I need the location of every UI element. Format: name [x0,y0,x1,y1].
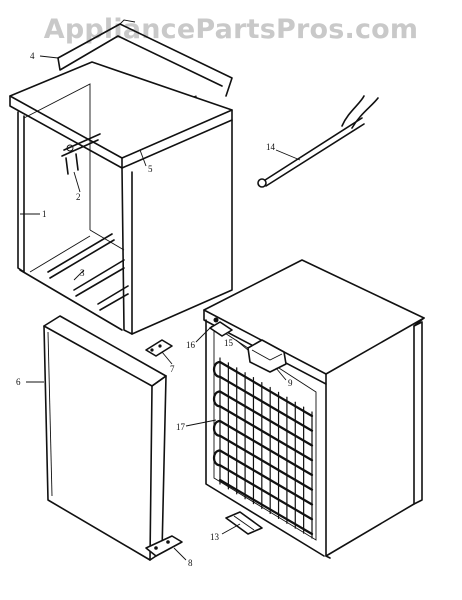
hinge-bracket-upper [145,339,173,357]
callout-1: 1 [42,209,47,219]
condenser-coil [212,357,314,539]
site-watermark: AppliancePartsPros.com [43,14,419,45]
callout-2: 2 [76,192,81,202]
callout-4: 4 [30,51,35,61]
callout-17: 17 [176,422,186,432]
callout-15: 15 [224,338,234,348]
callout-labels: 4 5 2 1 3 14 16 15 9 7 6 17 13 8 [16,51,293,568]
leveling-leg-bracket [225,511,263,535]
callout-16: 16 [186,340,196,350]
callout-8: 8 [188,558,193,568]
drain-tube [257,95,379,188]
callout-5: 5 [148,164,153,174]
callout-9: 9 [288,378,293,388]
door-panel [43,315,167,561]
callout-13: 13 [210,532,220,542]
cabinet-liner [9,19,233,335]
callout-3: 3 [80,268,85,278]
callout-6: 6 [16,377,21,387]
callout-14: 14 [266,142,276,152]
hinge-bracket-lower [145,535,183,557]
outer-cabinet [203,259,425,559]
callout-leaders [20,55,301,561]
callout-7: 7 [170,364,175,374]
